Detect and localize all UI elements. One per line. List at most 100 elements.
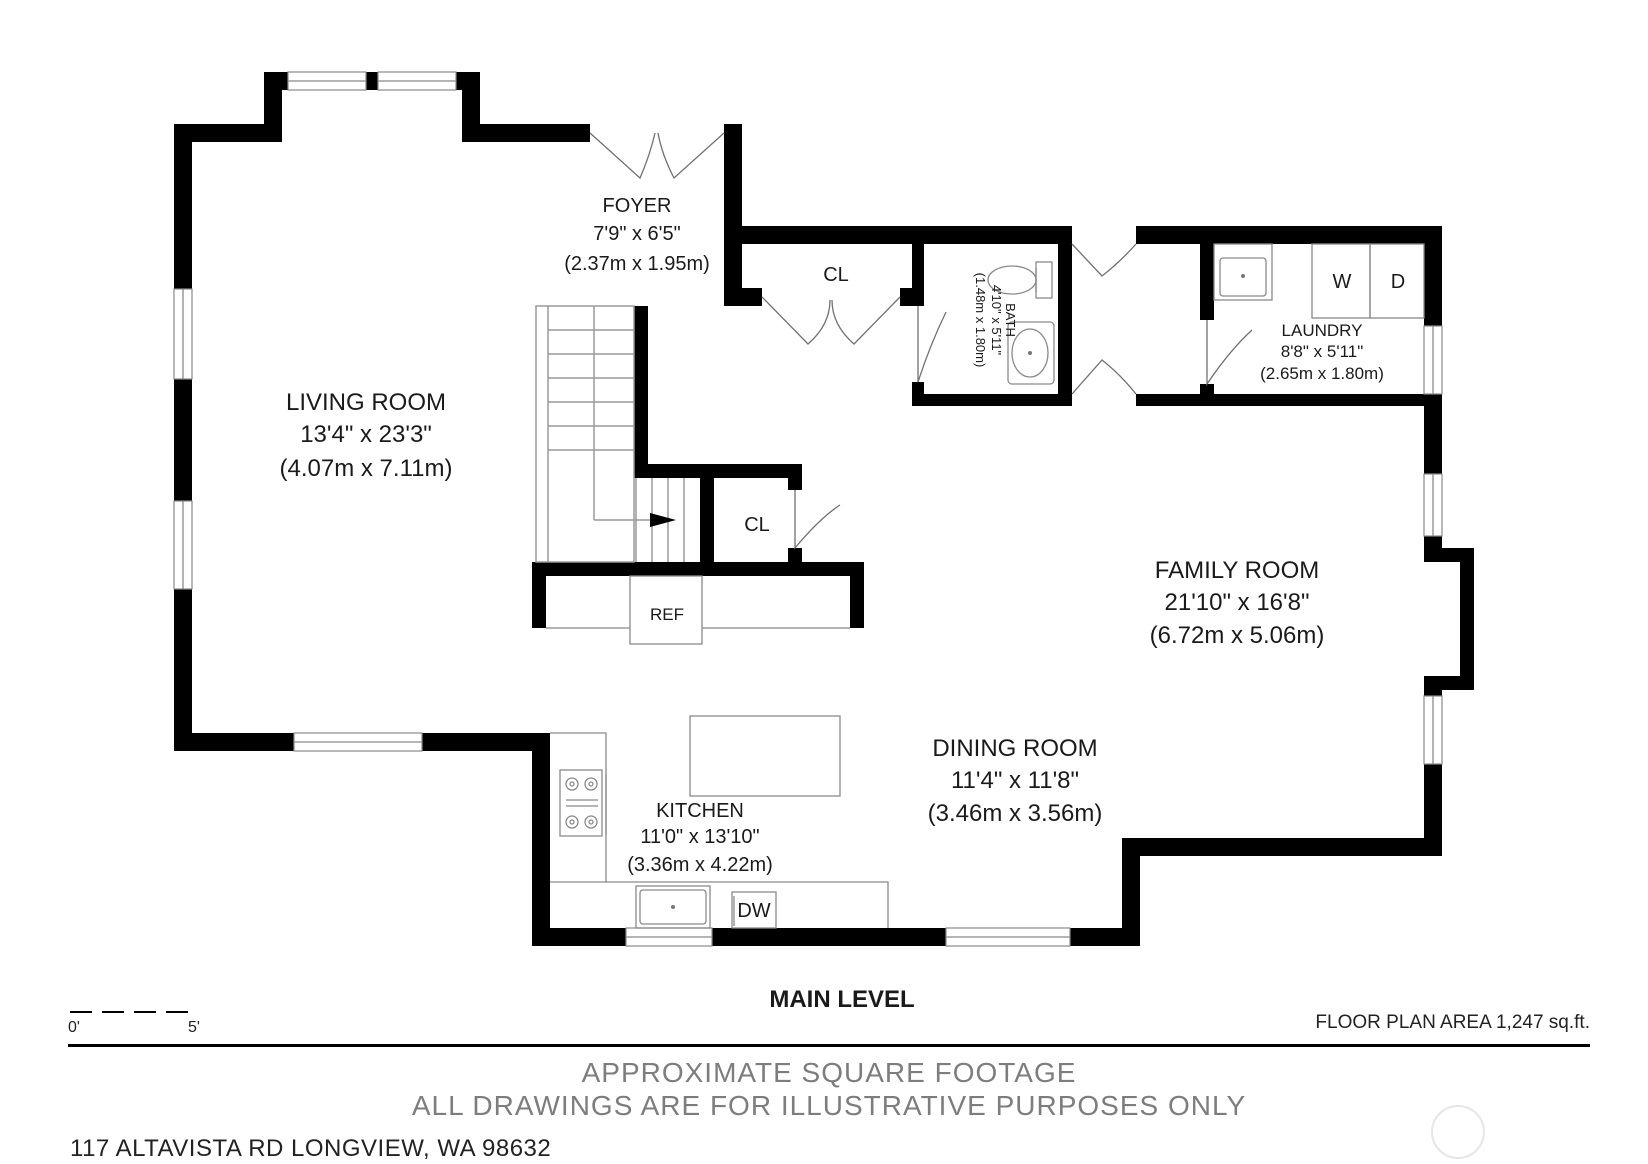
wall [724,124,742,306]
wall [1136,394,1442,406]
room-label-family: FAMILY ROOM 21'10" x 16'8" (6.72m x 5.06… [1150,557,1325,649]
kitchen-island [689,715,841,797]
room-dimensions: 8'8" x 5'11" [1281,342,1364,361]
wall [366,72,378,90]
wall [1200,226,1214,320]
room-label-kitchen: KITCHEN 11'0" x 13'10" (3.36m x 4.22m) [627,800,773,876]
kitchen-sink-icon [635,885,711,929]
wall [788,464,802,490]
wall [850,562,864,628]
room-dimensions: 7'9" x 6'5" [593,223,680,245]
room-label-bath: BATH 4'10" x 5'11" (1.48m x 1.80m) [973,273,1018,368]
door [761,296,831,345]
wall [912,394,1072,406]
room-dimensions: 11'0" x 13'10" [640,826,759,848]
wall [724,226,1070,244]
door [1071,359,1137,395]
range-icon [559,769,607,837]
wall [1122,838,1140,946]
laundry-sink-icon [1213,243,1273,301]
wall [1424,764,1442,856]
bath-sink-icon [1007,321,1055,385]
windows [173,71,1443,947]
scale-bar: 0' 5' [68,1011,200,1036]
room-dimensions-metric: (2.37m x 1.95m) [564,253,710,275]
wall [174,589,192,751]
refrigerator-label: REF [650,605,684,624]
room-name: LIVING ROOM [286,389,446,416]
wall [532,562,546,628]
room-dimensions: 21'10" x 16'8" [1165,589,1310,616]
door [589,132,656,180]
fixtures [546,243,1425,929]
refrigerator-icon [629,575,703,645]
wall [174,124,282,142]
room-name: KITCHEN [656,800,744,822]
room-dimensions-metric: (1.48m x 1.80m) [973,273,988,368]
room-dimensions-metric: (3.46m x 3.56m) [928,800,1103,827]
wall [174,124,192,289]
room-name: LAUNDRY [1282,321,1363,340]
room-label-dining: DINING ROOM 11'4" x 11'8" (3.46m x 3.56m… [928,735,1103,827]
staircase [535,305,685,563]
wall [174,379,192,501]
room-dimensions-metric: (2.65m x 1.80m) [1260,364,1384,383]
wall [1424,394,1442,474]
wall [462,124,590,142]
wall [912,226,924,306]
dryer-label: D [1391,271,1405,293]
wall [1070,928,1140,946]
wall [1460,548,1474,688]
footer-divider [68,1044,1590,1047]
wall [1136,226,1442,244]
wall [724,288,762,306]
washer-label: W [1333,271,1352,293]
door [657,132,725,180]
door [794,490,841,550]
wall [700,476,714,568]
room-dimensions: 11'4" x 11'8" [951,767,1079,794]
wall [1058,226,1072,406]
wall [532,733,550,946]
room-label-living: LIVING ROOM 13'4" x 23'3" (4.07m x 7.11m… [280,389,453,482]
room-name: FOYER [603,195,672,217]
wall [174,733,294,751]
wall [532,562,864,576]
wall [1200,384,1214,406]
walls [174,72,1474,946]
floor-plan-area: FLOOR PLAN AREA 1,247 sq.ft. [1315,1012,1590,1033]
door [1206,320,1253,387]
stair-arrow-icon [650,513,676,527]
room-dimensions-metric: (3.36m x 4.22m) [627,854,773,876]
door [831,296,901,345]
level-title: MAIN LEVEL [769,986,914,1013]
closet-label: CL [744,514,770,536]
room-label-laundry: LAUNDRY 8'8" x 5'11" (2.65m x 1.80m) [1260,321,1384,383]
scale-end: 5' [188,1019,200,1036]
disclaimer-line-2: ALL DRAWINGS ARE FOR ILLUSTRATIVE PURPOS… [412,1090,1246,1121]
wall [422,733,550,751]
wall [634,306,648,478]
wall [1122,838,1442,856]
room-name: FAMILY ROOM [1155,557,1319,584]
dishwasher-icon [731,891,777,929]
room-dimensions-metric: (6.72m x 5.06m) [1150,622,1325,649]
room-dimensions-metric: (4.07m x 7.11m) [280,455,453,482]
room-name: BATH [1003,303,1018,337]
toilet-icon [987,261,1053,299]
wall [264,72,288,90]
room-dimensions: 4'10" x 5'11" [989,285,1004,356]
wall [634,464,802,478]
watermark-logo [1431,1105,1485,1159]
room-label-foyer: FOYER 7'9" x 6'5" (2.37m x 1.95m) [564,195,710,275]
wall [1424,226,1442,326]
property-address: 117 ALTAVISTA RD LONGVIEW, WA 98632 [70,1135,551,1162]
doors [589,132,1253,550]
door [1071,243,1137,277]
door [917,306,947,383]
closet-label: CL [823,264,849,286]
wall [712,928,946,946]
wall [1424,676,1442,696]
wall [532,928,626,946]
